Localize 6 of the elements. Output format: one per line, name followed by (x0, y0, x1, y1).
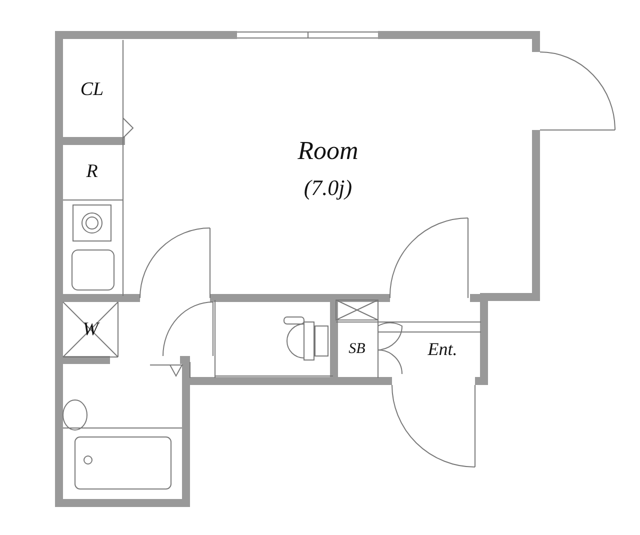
room-name: Room (298, 135, 358, 167)
room-name: R (86, 160, 98, 184)
room-name: Ent. (428, 338, 458, 360)
room-name: CL (80, 78, 104, 102)
room-name: SB (348, 340, 366, 358)
room-size: (7.0j) (304, 174, 352, 201)
